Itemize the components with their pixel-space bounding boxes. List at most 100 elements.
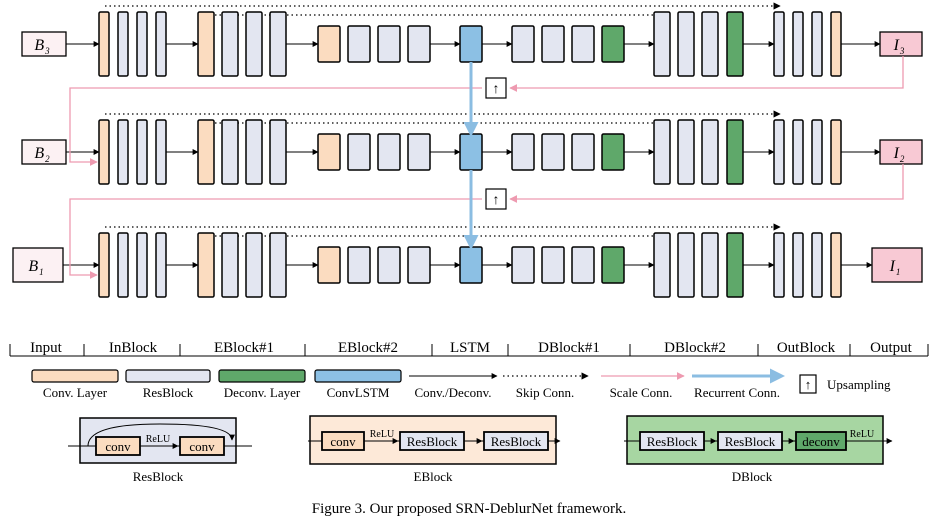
res-layer <box>407 133 431 171</box>
conv-layer <box>830 232 842 298</box>
res-layer <box>117 232 129 298</box>
res-layer <box>571 25 595 63</box>
res-layer <box>811 11 823 77</box>
scale-connection-1: ↑ <box>69 56 904 166</box>
stage-axis: Input InBlock EBlock#1 EBlock#2 LSTM DBl… <box>9 340 929 357</box>
output-box <box>879 139 923 165</box>
res-layer <box>221 232 239 298</box>
res-layer <box>377 246 401 284</box>
stage-label-eblock1: EBlock#1 <box>214 340 274 356</box>
svg-text:↑: ↑ <box>493 193 500 208</box>
eblock-relu-label: ReLU <box>370 429 395 440</box>
svg-text:↑: ↑ <box>805 377 812 392</box>
deconv-layer <box>601 133 625 171</box>
stage-label-dblock2: DBlock#2 <box>664 340 726 356</box>
legend: Conv. Layer ResBlock Deconv. Layer ConvL… <box>31 368 891 400</box>
conv-layer <box>197 232 215 298</box>
res-layer <box>269 11 287 77</box>
legend-conv-label: Conv. Layer <box>43 385 108 400</box>
inter-scale-connections: ↑↑ <box>69 56 904 279</box>
output-box <box>879 31 923 57</box>
conv-layer <box>830 11 842 77</box>
dblock-resblock1-box <box>639 431 705 451</box>
lstm-layer <box>459 133 483 171</box>
res-layer <box>269 119 287 185</box>
res-layer <box>677 11 695 77</box>
deconv-layer <box>726 119 744 185</box>
input-box <box>21 31 67 57</box>
dblock-resblock2-label: ResBlock <box>725 434 776 449</box>
conv-layer <box>98 119 110 185</box>
conv-layer <box>317 133 341 171</box>
legend-resblock-label: ResBlock <box>143 385 194 400</box>
legend-deconv-swatch <box>218 369 306 383</box>
res-layer <box>347 133 371 171</box>
eblock-caption: EBlock <box>414 469 453 484</box>
res-layer <box>677 119 695 185</box>
res-layer <box>653 119 671 185</box>
res-layer <box>701 232 719 298</box>
stage-label-outblock: OutBlock <box>777 340 836 356</box>
legend-recurrent-label: Recurrent Conn. <box>694 385 780 400</box>
res-layer <box>653 232 671 298</box>
legend-conv-swatch <box>31 369 119 383</box>
stage-label-input: Input <box>30 340 62 356</box>
res-layer <box>701 119 719 185</box>
res-layer <box>811 119 823 185</box>
res-layer <box>407 246 431 284</box>
res-layer <box>245 11 263 77</box>
legend-upsampling-icon: ↑ <box>799 374 817 394</box>
res-layer <box>511 25 535 63</box>
conv-layer <box>98 232 110 298</box>
lstm-layer <box>459 246 483 284</box>
resblock-conv2-box <box>179 436 225 456</box>
res-layer <box>701 11 719 77</box>
res-layer <box>792 232 804 298</box>
stage-label-lstm: LSTM <box>450 340 490 356</box>
input-box <box>12 247 64 283</box>
res-layer <box>511 133 535 171</box>
res-layer <box>245 119 263 185</box>
dblock-caption: DBlock <box>732 469 773 484</box>
res-layer <box>377 25 401 63</box>
res-layer <box>245 232 263 298</box>
dblock-deconv-box <box>795 431 847 451</box>
conv-layer <box>317 246 341 284</box>
detail-dblock: ResBlock ResBlock deconv ReLU DBlock <box>624 415 893 484</box>
legend-convlstm-swatch <box>314 369 402 383</box>
legend-upsampling-label: Upsampling <box>827 377 891 392</box>
legend-deconv-label: Deconv. Layer <box>224 385 301 400</box>
res-layer <box>811 232 823 298</box>
res-layer <box>653 11 671 77</box>
dblock-resblock1-label: ResBlock <box>647 434 698 449</box>
eblock-resblock1-box <box>399 431 465 451</box>
res-layer <box>541 25 565 63</box>
dblock-resblock2-box <box>717 431 783 451</box>
eblock-conv-label: conv <box>330 434 356 449</box>
stage-label-dblock1: DBlock#1 <box>538 340 600 356</box>
res-layer <box>136 119 148 185</box>
res-layer <box>511 246 535 284</box>
res-layer <box>117 119 129 185</box>
conv-layer <box>197 119 215 185</box>
upsampling-icon: ↑ <box>485 188 507 210</box>
res-layer <box>347 25 371 63</box>
res-layer <box>792 119 804 185</box>
svg-text:↑: ↑ <box>493 82 500 97</box>
resblock-relu-label: ReLU <box>146 434 171 445</box>
deconv-layer <box>601 25 625 63</box>
res-layer <box>377 133 401 171</box>
res-layer <box>541 133 565 171</box>
legend-resblock-swatch <box>125 369 211 383</box>
res-layer <box>136 232 148 298</box>
eblock-resblock2-label: ResBlock <box>491 434 542 449</box>
stage-label-eblock2: EBlock#2 <box>338 340 398 356</box>
eblock-resblock2-box <box>483 431 549 451</box>
figure-caption: Figure 3. Our proposed SRN-DeblurNet fra… <box>312 501 627 517</box>
detail-resblock: conv ReLU conv ResBlock <box>68 417 252 484</box>
